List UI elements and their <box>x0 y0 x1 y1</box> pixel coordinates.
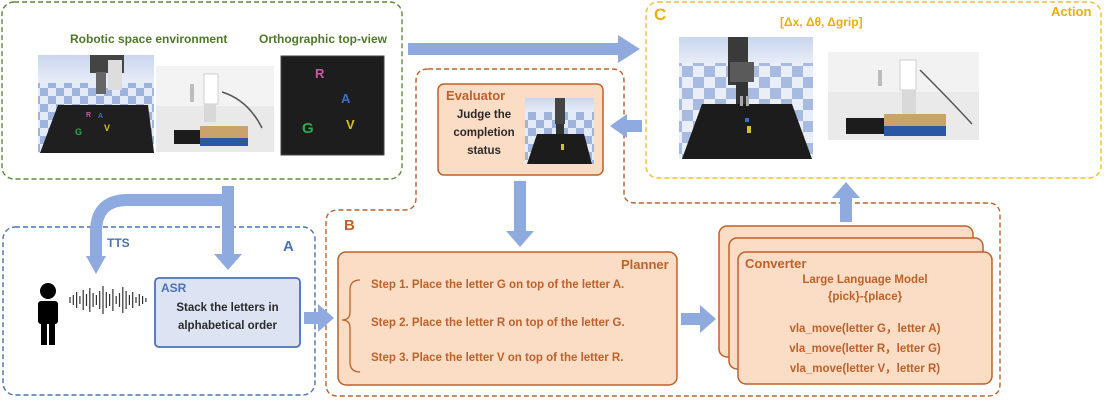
converter-title: Converter <box>745 256 807 271</box>
arrows <box>214 35 860 333</box>
env-panel-border <box>1 1 403 180</box>
sim-render-image: G V A R <box>38 55 154 153</box>
evaluator-line3: status <box>467 145 501 157</box>
letter-g: G <box>302 120 314 137</box>
panel-b-tag: B <box>344 217 355 234</box>
converter-call-3: vla_move(letter V，letter R) <box>789 363 941 375</box>
arrow-converter-to-action <box>840 198 852 222</box>
converter-call-1: vla_move(letter G，letter A) <box>789 323 941 335</box>
planner-step-3: Step 3. Place the letter V on top of the… <box>371 352 624 364</box>
arrow-evaluator-to-planner <box>514 181 526 231</box>
panel-c-tag: C <box>654 5 667 24</box>
top-view-label: Orthographic top-view <box>259 32 388 46</box>
action-real-photo <box>828 52 979 140</box>
tts-label: TTS <box>107 236 130 250</box>
evaluator-title: Evaluator <box>446 88 506 103</box>
asr-title: ASR <box>161 281 187 295</box>
real-robot-photo <box>156 66 274 152</box>
asr-line-2: alphabetical order <box>177 320 278 332</box>
panel-a-tag: A <box>283 238 294 255</box>
evaluator-line1: Judge the <box>456 109 512 121</box>
arrow-env-to-tts <box>90 194 222 256</box>
evaluator-line2: completion <box>453 127 515 139</box>
person-icon <box>38 283 58 345</box>
svg-text:R: R <box>86 112 91 119</box>
planner-step-2: Step 2. Place the letter R on top of the… <box>371 317 625 329</box>
converter-box <box>737 251 993 385</box>
letter-a: A <box>341 91 351 106</box>
action-formula: [Δx, Δθ, Δgrip] <box>780 15 863 29</box>
converter-model: Large Language Model <box>802 274 928 286</box>
planner-step-1: Step 1. Place the letter G on top of the… <box>371 279 625 291</box>
panel-b-border <box>325 68 1001 397</box>
asr-box <box>154 277 301 348</box>
letter-v: V <box>346 117 355 132</box>
asr-line-1: Stack the letters in <box>176 302 279 314</box>
planner-box <box>337 251 678 386</box>
top-view-image <box>280 55 385 156</box>
converter-call-2: vla_move(letter R，letter G) <box>789 343 941 355</box>
svg-text:A: A <box>98 113 103 120</box>
svg-text:V: V <box>104 123 110 133</box>
svg-text:G: G <box>75 127 82 137</box>
planner-brace <box>341 279 361 373</box>
arrow-planner-to-converter <box>681 313 701 325</box>
arrow-env-to-action <box>408 43 618 55</box>
letter-r: R <box>315 66 325 81</box>
arrow-asr-to-planner <box>304 312 320 324</box>
converter-template: {pick}-{place} <box>827 291 903 303</box>
action-title: Action <box>1051 4 1092 19</box>
arrow-env-to-asr <box>222 186 234 256</box>
panel-a-border <box>2 226 316 396</box>
planner-title: Planner <box>621 257 669 272</box>
action-panel-border <box>645 1 1102 179</box>
arrow-action-to-evaluator <box>610 114 642 138</box>
action-sim-image <box>679 37 813 159</box>
evaluator-thumbnail <box>525 98 594 164</box>
sound-waveform <box>69 286 147 314</box>
env-label: Robotic space environment <box>70 32 228 46</box>
